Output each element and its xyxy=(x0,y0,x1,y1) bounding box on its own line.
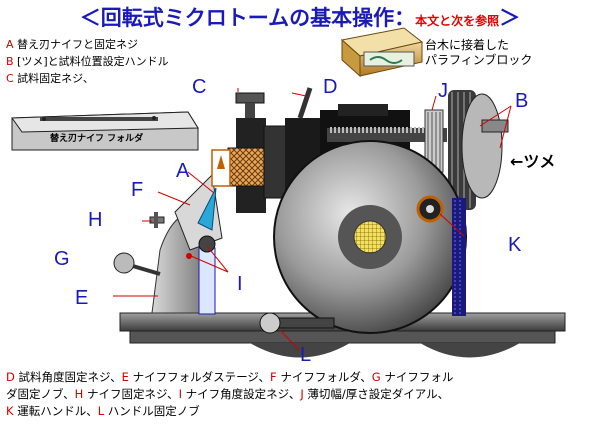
legend-item-b: B [ツメ]と試料位置設定ハンドル xyxy=(6,55,169,68)
legend-item-j: J 薄切幅/厚さ設定ダイアル、 xyxy=(300,387,450,401)
label-k: K xyxy=(508,234,522,256)
legend-item-f: F ナイフフォルダ、 xyxy=(270,370,372,384)
label-g: G xyxy=(54,248,70,270)
legend-item-a: A 替え刃ナイフと固定ネジ xyxy=(6,38,139,51)
ratchet-label: ←ツメ xyxy=(510,152,556,171)
legend-item-l: L ハンドル固定ノブ xyxy=(97,404,200,418)
label-a: A xyxy=(176,160,190,182)
label-c: C xyxy=(192,76,207,98)
legend-item-g-cont: ダ固定ノブ、 xyxy=(6,387,75,401)
thickness-dial xyxy=(424,109,444,173)
top-legend: A 替え刃ナイフと固定ネジ B [ツメ]と試料位置設定ハンドル C 試料固定ネジ… xyxy=(6,36,169,87)
ratchet-wheel xyxy=(448,90,509,210)
label-d: D xyxy=(323,76,338,98)
legend-item-i: I ナイフ角度設定ネジ、 xyxy=(178,387,301,401)
label-e: E xyxy=(75,287,89,309)
knife-holder-inset xyxy=(11,111,199,151)
title-sep: ： xyxy=(394,6,416,30)
pointer-lines xyxy=(113,88,512,351)
label-f: F xyxy=(131,179,144,201)
knife-holder-lock-knob xyxy=(113,252,161,276)
legend-item-e: E ナイフフォルダステージ、 xyxy=(121,370,271,384)
label-i: I xyxy=(237,273,243,295)
title-sub: 本文と次を参照 xyxy=(415,14,500,28)
label-j: J xyxy=(438,80,448,102)
knife-stand xyxy=(151,173,223,315)
paraffin-block-image xyxy=(340,27,424,78)
hand-wheel xyxy=(273,140,467,334)
bottom-legend: D 試料角度固定ネジ、E ナイフフォルダステージ、F ナイフフォルダ、G ナイフ… xyxy=(6,369,596,420)
legend-item-h: H ナイフ固定ネジ、 xyxy=(74,387,179,401)
page-title: ＜回転式ミクロトームの基本操作：本文と次を参照＞ xyxy=(0,2,600,32)
label-b: B xyxy=(515,90,529,112)
legend-item-c: C 試料固定ネジ、 xyxy=(6,72,94,85)
legend-item-k: K 運転ハンドル、 xyxy=(6,404,98,418)
legend-item-d: D 試料角度固定ネジ、 xyxy=(6,370,122,384)
title-main: ＜回転式ミクロトームの基本操作 xyxy=(79,6,395,30)
label-l: L xyxy=(300,344,312,366)
knife-holder-label: 替え刃ナイフ フォルダ xyxy=(50,134,144,144)
label-h: H xyxy=(88,209,103,231)
handle-lock-knob xyxy=(259,312,335,334)
legend-item-g: G ナイフフォル xyxy=(371,370,454,384)
knife-fixing-screw xyxy=(149,212,165,228)
paraffin-block-label: 台木に接着した パラフィンブロック xyxy=(425,38,533,67)
title-end: ＞ xyxy=(499,6,521,30)
